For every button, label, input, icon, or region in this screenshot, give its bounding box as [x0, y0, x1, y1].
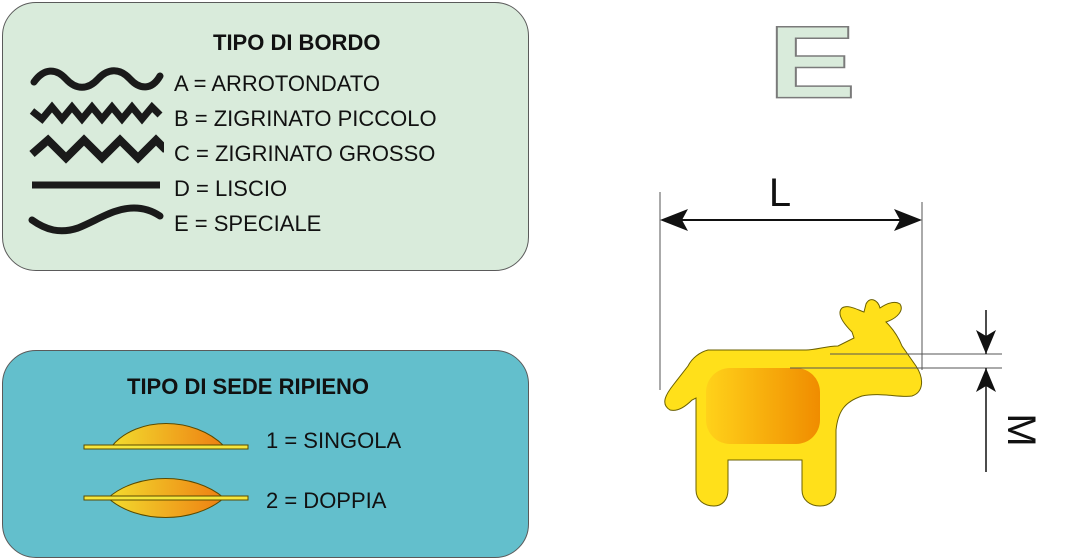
filling-area — [706, 368, 820, 444]
large-zigzag-icon — [29, 134, 164, 164]
margin-arrow-bottom — [976, 368, 996, 392]
margin-label: M — [999, 413, 1043, 446]
edge-type-label-e: E = SPECIALE — [174, 211, 322, 236]
rounded-wave-icon — [30, 67, 164, 91]
edge-code-letter: E — [770, 5, 854, 102]
edge-type-title: TIPO DI BORDO — [213, 30, 381, 55]
svg-text:E: E — [770, 5, 854, 102]
filling-seat-label-1: 1 = SINGOLA — [266, 428, 402, 453]
edge-type-label-a: A = ARROTONDATO — [174, 71, 381, 96]
edge-type-label-c: C = ZIGRINATO GROSSO — [174, 141, 436, 166]
filling-seat-title: TIPO DI SEDE RIPIENO — [127, 374, 370, 399]
length-arrow-right — [894, 209, 922, 231]
edge-type-label-b: B = ZIGRINATO PICCOLO — [174, 106, 437, 131]
edge-type-label-d: D = LISCIO — [174, 176, 288, 201]
double-seat-icon — [83, 478, 249, 518]
length-label: L — [769, 171, 791, 215]
single-seat-icon — [83, 423, 249, 450]
length-arrow-left — [660, 209, 688, 231]
straight-line-icon — [32, 181, 160, 189]
filling-seat-panel — [2, 350, 529, 558]
small-zigzag-icon — [29, 101, 163, 125]
s-curve-icon — [28, 204, 164, 235]
filling-seat-label-2: 2 = DOPPIA — [266, 488, 387, 513]
cow-shape-drawing: L M — [659, 171, 1043, 507]
margin-arrow-top — [976, 330, 996, 354]
